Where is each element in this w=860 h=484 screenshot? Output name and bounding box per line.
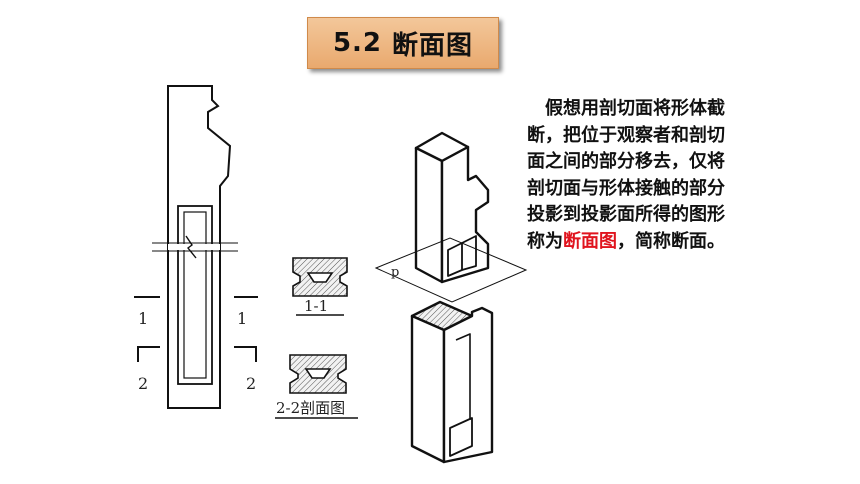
cut-markers bbox=[134, 296, 258, 362]
cut-label-1-right: 1 bbox=[237, 309, 247, 328]
break-line bbox=[152, 235, 238, 259]
section-2-2 bbox=[289, 354, 347, 394]
isometric-lower-part bbox=[410, 300, 494, 464]
section-1-caption: 1-1 bbox=[304, 297, 328, 315]
description-text-end: ，简称断面。 bbox=[617, 230, 725, 252]
cut-label-1-left: 1 bbox=[138, 309, 148, 328]
section-1-1 bbox=[292, 257, 348, 297]
description-highlight: 断面图 bbox=[563, 230, 617, 252]
section-number: 5.2 bbox=[332, 28, 383, 58]
section-title: 5.2 断面图 bbox=[307, 17, 499, 69]
description-paragraph: 假想用剖切面将形体截断，把位于观察者和剖切面之间的部分移去，仅将剖切面与形体接触… bbox=[527, 96, 727, 255]
section-2-caption: 2-2剖面图 bbox=[276, 399, 345, 417]
plane-label: p bbox=[391, 265, 399, 280]
description-text: 假想用剖切面将形体截断，把位于观察者和剖切面之间的部分移去，仅将剖切面与形体接触… bbox=[527, 98, 725, 252]
cut-label-2-right: 2 bbox=[246, 374, 256, 393]
section-title-text: 断面图 bbox=[392, 30, 474, 61]
cut-label-2-left: 2 bbox=[138, 374, 148, 393]
section-plane bbox=[374, 237, 528, 303]
isometric-upper-part bbox=[414, 131, 490, 284]
